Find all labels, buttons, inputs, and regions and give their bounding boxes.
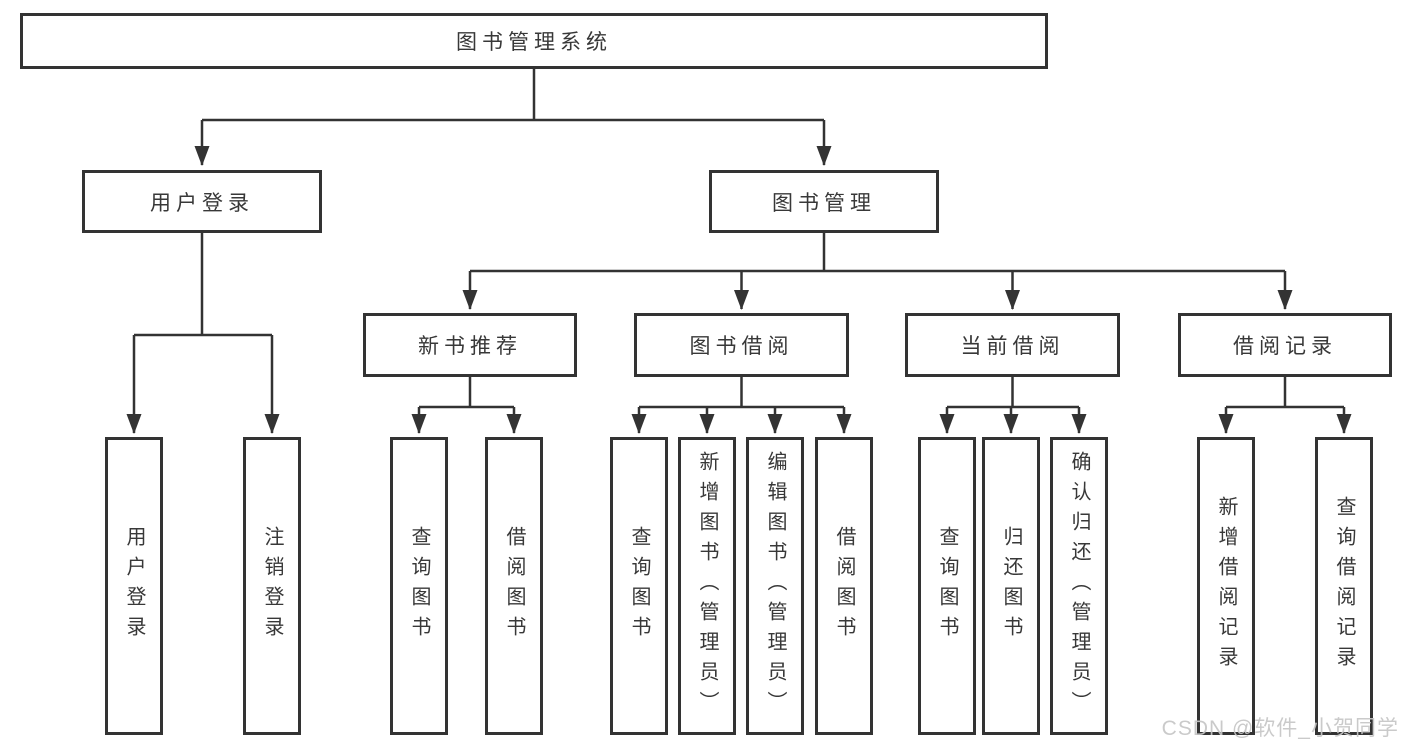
connector-recommend-split [411,377,522,434]
leaf-edit-book-admin-label: 编辑图书（管理员） [764,451,786,721]
leaf-borrow-books-recommend-label: 借阅图书 [503,526,525,646]
leaf-query-books-borrow: 查询图书 [610,437,668,735]
leaf-query-books-recommend: 查询图书 [390,437,448,735]
leaf-query-borrow-record-label: 查询借阅记录 [1333,496,1355,676]
leaf-query-books-recommend-label: 查询图书 [408,526,430,646]
leaf-confirm-return-admin-label: 确认归还（管理员） [1068,451,1090,721]
leaf-query-books-current-label: 查询图书 [936,526,958,646]
connector-records-split [1218,377,1352,434]
leaf-query-books-borrow-label: 查询图书 [628,526,650,646]
node-user-login: 用户登录 [82,170,322,233]
leaf-logout-label: 注销登录 [261,526,283,646]
connector-current-split [939,377,1087,434]
leaf-edit-book-admin: 编辑图书（管理员） [746,437,804,735]
connector-root-split [194,69,832,166]
connector-user-login-split [126,233,280,434]
node-book-management-label: 图书管理 [772,191,876,215]
node-book-borrow: 图书借阅 [634,313,849,377]
node-book-borrow-label: 图书借阅 [689,335,794,358]
leaf-logout: 注销登录 [243,437,301,735]
node-new-book-recommend: 新书推荐 [363,313,577,377]
leaf-add-borrow-record-label: 新增借阅记录 [1215,496,1237,676]
node-borrow-records-label: 借阅记录 [1233,335,1337,358]
leaf-add-book-admin: 新增图书（管理员） [678,437,736,735]
node-book-management: 图书管理 [709,170,939,233]
node-borrow-records: 借阅记录 [1178,313,1392,377]
leaf-user-login-label: 用户登录 [123,526,145,646]
leaf-query-borrow-record: 查询借阅记录 [1315,437,1373,735]
leaf-user-login: 用户登录 [105,437,163,735]
leaf-add-borrow-record: 新增借阅记录 [1197,437,1255,735]
leaf-query-books-current: 查询图书 [918,437,976,735]
leaf-borrow-books-borrow: 借阅图书 [815,437,873,735]
node-new-book-recommend-label: 新书推荐 [418,335,522,358]
node-current-borrow: 当前借阅 [905,313,1120,377]
leaf-confirm-return-admin: 确认归还（管理员） [1050,437,1108,735]
leaf-borrow-books-recommend: 借阅图书 [485,437,543,735]
leaf-borrow-books-borrow-label: 借阅图书 [833,526,855,646]
watermark: CSDN @软件_小贺同学 [1161,717,1399,740]
leaf-return-books-label: 归还图书 [1000,526,1022,646]
connector-book-management-split [462,233,1293,310]
node-system-root-label: 图书管理系统 [456,31,612,54]
node-current-borrow-label: 当前借阅 [960,335,1065,358]
leaf-return-books: 归还图书 [982,437,1040,735]
leaf-add-book-admin-label: 新增图书（管理员） [696,451,718,721]
node-system-root: 图书管理系统 [20,13,1048,69]
node-user-login-label: 用户登录 [150,191,254,215]
connector-borrow-split [631,377,852,434]
